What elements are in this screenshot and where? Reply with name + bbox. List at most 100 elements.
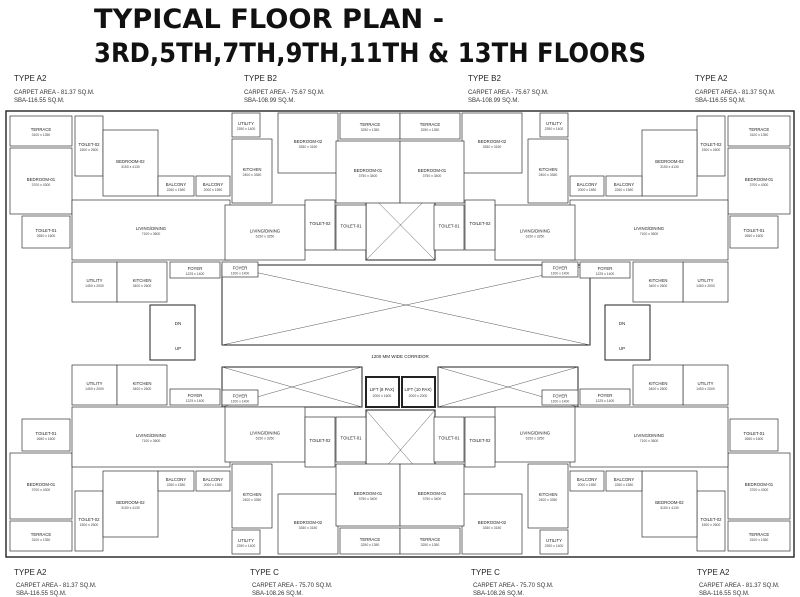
- room-outline: [224, 406, 306, 463]
- lift-10-pax: [401, 376, 436, 408]
- room-outline: [727, 520, 791, 552]
- room-dimension: 3700 x 4300: [32, 183, 51, 187]
- room-name: UTILITY: [238, 538, 254, 543]
- room-name: FOYER: [553, 266, 568, 271]
- unit-label-top-center-right: TYPE B2 CARPET AREA - 75.67 SQ.M. SBA-10…: [468, 74, 549, 104]
- room-dimension: 3250 x 1350: [361, 543, 380, 547]
- room-dimension: 2390 x 1400: [545, 127, 564, 131]
- room-name: FOYER: [233, 266, 248, 271]
- room-outline: [464, 199, 496, 251]
- room-outline: [433, 204, 465, 251]
- room-outline: [569, 175, 605, 197]
- room-outline: [71, 199, 231, 261]
- room-dimension: 1200 x 1400: [231, 400, 250, 404]
- carpet-area: CARPET AREA - 75.67 SQ.M.: [244, 90, 325, 96]
- room-name: TERRACE: [749, 532, 770, 537]
- room-outline: [195, 470, 231, 492]
- room-dimension: 3250 x 1350: [361, 128, 380, 132]
- carpet-area: CARPET AREA - 75.70 SQ.M.: [252, 583, 333, 589]
- room-dimension: 3150 x 4130: [121, 165, 140, 169]
- room-dimension: 3100 x 1350: [32, 538, 51, 542]
- room-dimension: 3750 x 3400: [423, 497, 442, 501]
- room-name: TOILET-01: [744, 431, 766, 436]
- room-dimension: 6150 x 3250: [526, 235, 545, 239]
- room-name: UTILITY: [87, 381, 103, 386]
- room-name: BEDROOM-01: [745, 482, 774, 487]
- room-dimension: 1200 x 1400: [231, 272, 250, 276]
- room-dimension: 7100 x 3600: [640, 232, 659, 236]
- room-dimension: 3700 x 4300: [750, 183, 769, 187]
- room-outline: [231, 529, 261, 555]
- room-dimension: 2390 x 1400: [237, 127, 256, 131]
- sba: SBA-116.55 SQ.M.: [695, 98, 746, 104]
- room-dimension: 2260 x 1550: [167, 188, 186, 192]
- room-name: LIVING/DINING: [634, 226, 665, 231]
- sba: SBA-108.26 SQ.M.: [252, 591, 303, 597]
- stair-left: [149, 304, 196, 361]
- room-name: KITCHEN: [539, 167, 558, 172]
- room-outline: [399, 527, 461, 555]
- room-outline: [71, 406, 231, 468]
- central-core: 1200 MM WIDE CORRIDOR LIFT (8 PAX) 2000 …: [149, 189, 651, 491]
- room-outline: [539, 529, 569, 555]
- room-outline: [632, 261, 684, 303]
- room-name: BEDROOM-01: [418, 168, 447, 173]
- room-name: TERRACE: [360, 537, 381, 542]
- room-name: LIVING/DINING: [250, 229, 281, 234]
- room-name: TOILET-01: [439, 224, 461, 229]
- room-name: TOILET-01: [341, 436, 363, 441]
- room-name: TOILET-01: [439, 436, 461, 441]
- room-dimension: 6150 x 3250: [256, 437, 275, 441]
- room-dimension: 1225 x 1400: [186, 399, 205, 403]
- room-outline: [21, 418, 71, 452]
- room-name: TOILET-02: [79, 517, 101, 522]
- room-name: BEDROOM-02: [655, 500, 684, 505]
- room-name: BALCONY: [577, 477, 598, 482]
- stair-right: [604, 304, 651, 361]
- room-name: TERRACE: [360, 122, 381, 127]
- room-name: BEDROOM-02: [116, 500, 145, 505]
- room-dimension: 1450 x 2000: [696, 284, 715, 288]
- carpet-area: CARPET AREA - 81.37 SQ.M.: [14, 90, 95, 96]
- room-outline: [541, 261, 579, 278]
- room-outline: [169, 388, 221, 406]
- room-outline: [339, 112, 401, 140]
- room-dimension: 7100 x 3600: [142, 439, 161, 443]
- room-name: LIVING/DINING: [136, 433, 167, 438]
- room-name: KITCHEN: [649, 381, 668, 386]
- room-name: TOILET-01: [36, 228, 58, 233]
- carpet-area: CARPET AREA - 81.37 SQ.M.: [16, 583, 97, 589]
- room-dimension: 1225 x 1400: [186, 272, 205, 276]
- room-dimension: 1500 x 2600: [80, 523, 99, 527]
- room-dimension: 3750 x 3400: [359, 174, 378, 178]
- unit-type: TYPE A2: [695, 74, 728, 83]
- room-dimension: 1450 x 2000: [696, 387, 715, 391]
- room-dimension: 1200 x 1400: [551, 400, 570, 404]
- room-dimension: 7100 x 3600: [142, 232, 161, 236]
- room-outline: [527, 463, 569, 529]
- room-dimension: 6150 x 3250: [526, 437, 545, 441]
- room-name: UTILITY: [238, 121, 254, 126]
- room-dimension: 3750 x 3400: [423, 174, 442, 178]
- room-outline: [71, 261, 118, 303]
- unit-type: TYPE B2: [468, 74, 501, 83]
- room-name: TOILET-02: [701, 517, 723, 522]
- void-cross-line: [221, 264, 591, 346]
- room-name: TERRACE: [31, 127, 52, 132]
- lift-1-dim: 2000 x 1600: [373, 394, 392, 398]
- unit-type: TYPE A2: [14, 568, 47, 577]
- room-dimension: 2260 x 1550: [615, 483, 634, 487]
- unit-label-bottom-center-right: TYPE C CARPET AREA - 75.70 SQ.M. SBA-108…: [471, 568, 554, 597]
- unit-label-top-center-left: TYPE B2 CARPET AREA - 75.67 SQ.M. SBA-10…: [244, 74, 325, 104]
- room-name: LIVING/DINING: [250, 431, 281, 436]
- room-outline: [569, 199, 729, 261]
- room-name: LIVING/DINING: [520, 229, 551, 234]
- room-outline: [605, 175, 643, 197]
- room-dimension: 2650 x 1600: [37, 234, 56, 238]
- room-name: BEDROOM-02: [478, 139, 507, 144]
- room-outline: [494, 406, 576, 463]
- room-outline: [541, 389, 579, 406]
